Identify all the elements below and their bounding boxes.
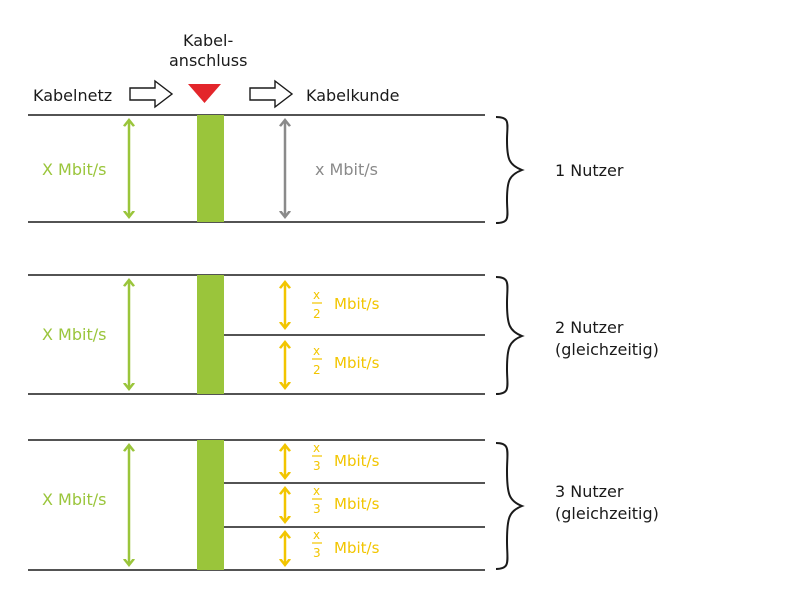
connection-bar [197,440,224,570]
fraction-denominator: 3 [313,546,321,560]
curly-brace-icon [495,442,525,570]
user-count-label: 3 Nutzer [555,482,624,501]
fraction-numerator: x [313,484,320,498]
panel-2-users: X Mbit/s x 2 Mbit/s x 2 Mbit/s 2 Nutzer … [28,274,659,395]
shared-rate-label: Mbit/s [334,295,380,313]
fraction-denominator: 2 [313,363,321,377]
arrow-right-icon [129,79,174,109]
panel-3-users: X Mbit/s x 3 Mbit/s x 3 Mbit/s x 3 Mbit/… [28,439,659,571]
kabelnetz-label: Kabelnetz [33,86,112,105]
connection-bar [197,115,224,222]
diagram-header: Kabelnetz Kabel- anschluss Kabelkunde [33,31,400,109]
user-count-label: 1 Nutzer [555,161,624,180]
shared-rate-label: Mbit/s [334,452,380,470]
shared-rate-label: Mbit/s [334,495,380,513]
kabelanschluss-label-line1: Kabel- [183,31,233,50]
panel-1-user: X Mbit/s x Mbit/s 1 Nutzer [28,114,624,224]
user-count-sublabel: (gleichzeitig) [555,340,659,359]
fraction-numerator: x [313,528,320,542]
fraction-numerator: x [313,288,320,302]
network-rate-label: X Mbit/s [42,325,106,344]
user-count-sublabel: (gleichzeitig) [555,504,659,523]
kabelanschluss-label-line2: anschluss [169,51,247,70]
curly-brace-icon [495,116,525,224]
fraction-denominator: 3 [313,459,321,473]
connection-bar [197,275,224,394]
curly-brace-icon [495,276,525,395]
arrow-right-icon [249,79,294,109]
network-rate-label: X Mbit/s [42,490,106,509]
connector-triangle-icon [188,84,221,103]
customer-rate-label: x Mbit/s [315,160,378,179]
shared-rate-label: Mbit/s [334,354,380,372]
network-rate-label: X Mbit/s [42,160,106,179]
user-count-label: 2 Nutzer [555,318,624,337]
fraction-denominator: 2 [313,307,321,321]
shared-rate-label: Mbit/s [334,539,380,557]
fraction-denominator: 3 [313,502,321,516]
fraction-numerator: x [313,441,320,455]
kabelkunde-label: Kabelkunde [306,86,400,105]
fraction-numerator: x [313,344,320,358]
